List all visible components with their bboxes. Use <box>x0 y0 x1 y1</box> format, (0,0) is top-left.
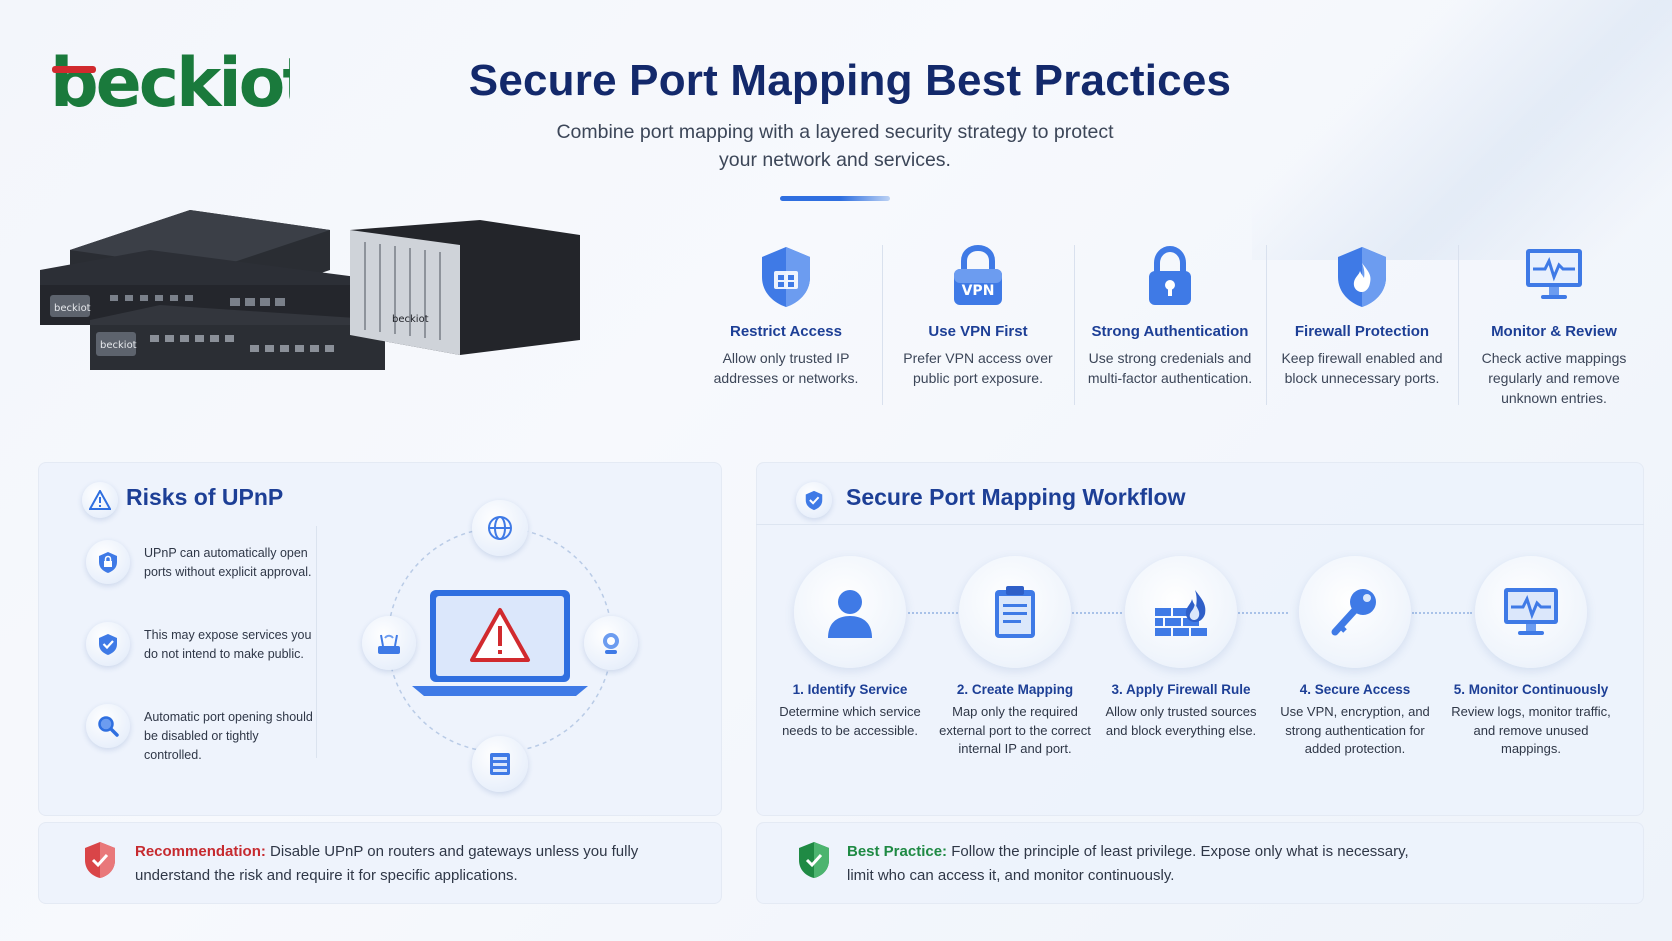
best-practice-text: Best Practice: Follow the principle of l… <box>847 840 1437 888</box>
connector <box>1412 612 1472 614</box>
step-desc: Review logs, monitor traffic, and remove… <box>1451 704 1611 756</box>
fire-shield-icon <box>1334 245 1390 314</box>
red-shield-icon <box>82 840 118 885</box>
workflow-divider <box>756 524 1644 525</box>
risks-divider <box>316 526 317 758</box>
page-subtitle: Combine port mapping with a layered secu… <box>556 121 1114 171</box>
risk-text: UPnP can automatically open ports withou… <box>144 546 312 579</box>
step-desc: Allow only trusted sources and block eve… <box>1105 704 1257 738</box>
workflow-step: 5. Monitor Continuously Review logs, mon… <box>1446 556 1616 759</box>
shield-check-icon <box>86 622 130 666</box>
user-icon <box>794 556 906 668</box>
step-desc: Map only the required external port to t… <box>939 704 1091 756</box>
firewall-icon <box>1125 556 1237 668</box>
svg-text:VPN: VPN <box>962 283 995 299</box>
upnp-laptop-diagram <box>350 490 650 790</box>
step-title: 1. Identify Service <box>792 682 908 697</box>
brand-logo: beckiot <box>50 44 316 126</box>
green-shield-icon <box>796 840 832 885</box>
gateway-devices-image: beckiot beckiot beckiot <box>30 210 630 410</box>
practice-desc: Prefer VPN access over public port expos… <box>903 350 1053 386</box>
recommendation-label: Recommendation: <box>135 843 266 860</box>
practice-desc: Allow only trusted IP addresses or netwo… <box>713 350 859 386</box>
key-icon <box>1299 556 1411 668</box>
workflow-step: 2. Create Mapping Map only the required … <box>930 556 1100 759</box>
vpn-lock-icon: VPN <box>948 244 1008 314</box>
shield-lock-icon <box>758 245 814 314</box>
practice-title: Strong Authentication <box>1091 323 1249 340</box>
connector <box>908 612 958 614</box>
title-underline <box>780 196 890 201</box>
device-label-3: beckiot <box>392 314 429 325</box>
practice-restrict-access: Restrict Access Allow only trusted IP ad… <box>690 245 882 415</box>
workflow-shield-icon <box>796 482 832 518</box>
padlock-icon <box>1145 245 1195 314</box>
recommendation-body: Disable UPnP on routers and gateways unl… <box>135 843 639 884</box>
monitor-icon <box>1475 556 1587 668</box>
practice-title: Restrict Access <box>729 323 842 340</box>
practice-title: Firewall Protection <box>1294 323 1430 340</box>
warning-icon <box>82 482 118 518</box>
practice-title: Monitor & Review <box>1491 323 1617 340</box>
practice-desc: Check active mappings regularly and remo… <box>1481 350 1627 406</box>
step-desc: Use VPN, encryption, and strong authenti… <box>1280 704 1430 756</box>
step-title: 3. Apply Firewall Rule <box>1111 682 1251 697</box>
recommendation-panel <box>38 822 722 904</box>
background-decoration <box>1252 0 1672 260</box>
practice-desc: Keep firewall enabled and block unnecess… <box>1281 350 1443 386</box>
server-icon <box>472 736 528 792</box>
monitor-pulse-icon <box>1523 245 1585 310</box>
practice-monitor-review: Monitor & Review Check active mappings r… <box>1458 245 1650 415</box>
connector <box>1072 612 1122 614</box>
router-lock-icon <box>86 540 130 584</box>
step-desc: Determine which service needs to be acce… <box>779 704 921 738</box>
globe-icon <box>472 500 528 556</box>
clipboard-icon <box>959 556 1071 668</box>
workflow-step: 1. Identify Service Determine which serv… <box>765 556 935 740</box>
best-practice-label: Best Practice: <box>847 843 948 860</box>
practice-use-vpn: VPN Use VPN First Prefer VPN access over… <box>882 244 1074 415</box>
risk-text: Automatic port opening should be disable… <box>144 710 313 762</box>
device-label-1: beckiot <box>54 303 91 314</box>
best-practice-panel <box>756 822 1644 904</box>
workflow-step: 4. Secure Access Use VPN, encryption, an… <box>1270 556 1440 759</box>
practice-title: Use VPN First <box>928 323 1028 340</box>
svg-text:beckiot: beckiot <box>50 46 290 123</box>
page-title: Secure Port Mapping Best Practices <box>468 56 1232 105</box>
step-title: 5. Monitor Continuously <box>1453 682 1609 697</box>
practice-firewall: Firewall Protection Keep firewall enable… <box>1266 245 1458 415</box>
recommendation-text: Recommendation: Disable UPnP on routers … <box>135 840 695 888</box>
step-title: 2. Create Mapping <box>956 682 1074 697</box>
risk-text: This may expose services you do not inte… <box>144 628 312 661</box>
magnifier-icon <box>86 704 130 748</box>
step-title: 4. Secure Access <box>1299 682 1411 697</box>
practice-strong-auth: Strong Authentication Use strong credeni… <box>1074 245 1266 415</box>
workflow-title: Secure Port Mapping Workflow <box>846 484 1186 510</box>
risks-title: Risks of UPnP <box>126 484 284 510</box>
workflow-step: 3. Apply Firewall Rule Allow only truste… <box>1096 556 1266 740</box>
best-practices-row: Restrict Access Allow only trusted IP ad… <box>690 244 1650 415</box>
device-label-2: beckiot <box>100 340 137 351</box>
router-icon <box>362 616 416 670</box>
practice-desc: Use strong credenials and multi-factor a… <box>1087 350 1253 386</box>
best-practice-body: Follow the principle of least privilege.… <box>847 843 1409 884</box>
camera-icon <box>584 616 638 670</box>
connector <box>1238 612 1288 614</box>
